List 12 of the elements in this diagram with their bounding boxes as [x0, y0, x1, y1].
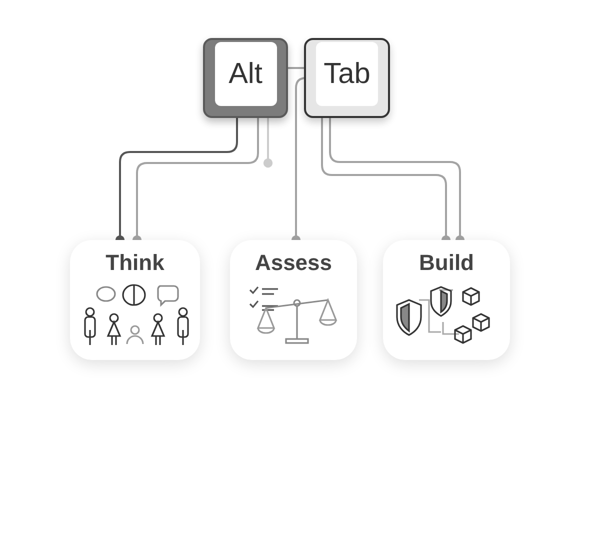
card — [70, 240, 200, 360]
keyboard-key — [304, 38, 390, 118]
card-title: Assess — [254, 250, 332, 276]
card — [230, 240, 357, 360]
key-label: Alt — [214, 42, 276, 106]
card-title: Build — [419, 250, 474, 276]
connector-line — [288, 67, 304, 69]
card — [383, 240, 510, 360]
connector — [263, 118, 273, 168]
key-label: Tab — [316, 42, 378, 106]
card-title: Think — [106, 250, 164, 276]
keyboard-key — [203, 38, 288, 118]
